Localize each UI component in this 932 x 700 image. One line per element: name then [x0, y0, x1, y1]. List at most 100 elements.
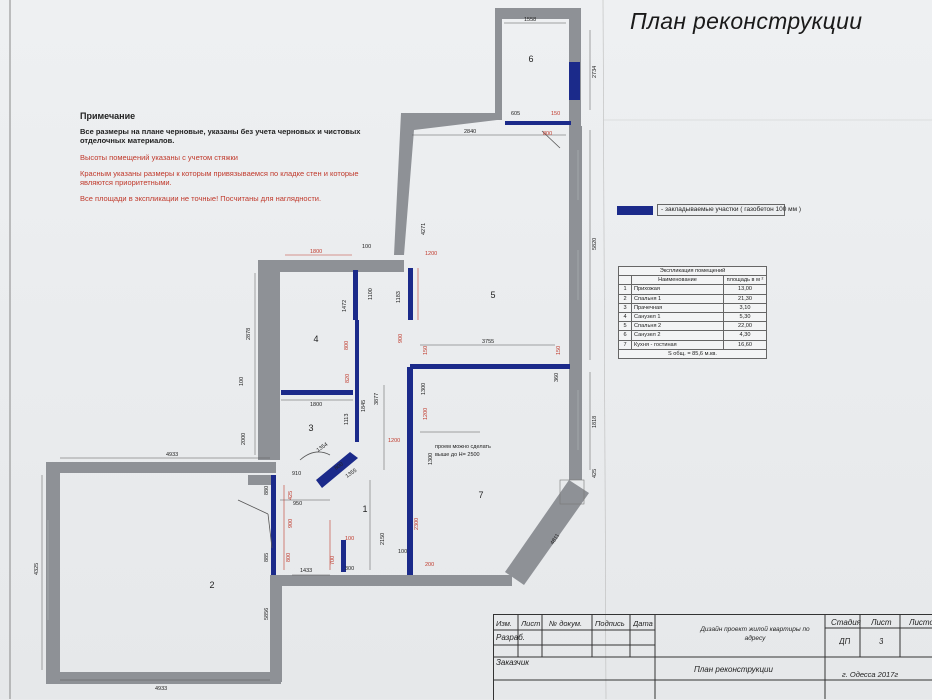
dim-label: 150: [556, 346, 562, 355]
notes-line-3: Красным указаны размеры к которым привяз…: [80, 169, 359, 187]
dim-label: 1845: [361, 400, 367, 412]
stamp-date: Дата: [633, 619, 653, 628]
dimension-labels: 1558 2734 605 2840 4271 5820 100 1100 11…: [34, 17, 598, 692]
stamp-razrab: Разраб.: [496, 633, 525, 642]
col-header-area: площадь в м ²: [723, 275, 767, 286]
dim-label: 3755: [482, 339, 494, 345]
room-label-3: 3: [308, 423, 313, 433]
dim-label: 1800: [310, 402, 322, 408]
dim-label: 2878: [246, 328, 252, 340]
stamp-project: Дизайн проект жилой квартиры по адресу: [700, 626, 810, 642]
explication-cell-name: Санузел 2: [631, 330, 724, 341]
dim-label: 4271: [421, 223, 427, 235]
dim-label: 200: [425, 562, 434, 568]
dim-label: 900: [288, 519, 294, 528]
explication-cell-n: 3: [618, 302, 632, 313]
dim-label: 2734: [592, 66, 598, 78]
explication-cell-n: 5: [618, 321, 632, 332]
explication-cell-n: 4: [618, 311, 632, 323]
room-label-5: 5: [490, 290, 495, 300]
dim-label: 4933: [166, 452, 178, 458]
explication-cell-area: 4,30: [723, 330, 767, 341]
stamp-list: Лист: [521, 619, 541, 628]
dim-label: 4811: [550, 533, 561, 546]
svg-text:выше до H= 2500: выше до H= 2500: [435, 452, 480, 458]
col-header-name: Наименование: [631, 275, 724, 286]
explication-cell-name: Прихожая: [631, 284, 724, 295]
dim-label: 820: [345, 374, 351, 383]
legend-swatch: [617, 206, 653, 215]
dim-label: 1818: [592, 416, 598, 428]
window-mark: [559, 479, 585, 505]
explication-caption: Экспликация помещений: [618, 265, 767, 277]
explication-cell-n: 1: [618, 284, 632, 295]
dim-label: 1800: [310, 249, 322, 255]
stamp-list-number: 3: [879, 637, 884, 646]
room-label-4: 4: [313, 334, 318, 344]
dim-label: 425: [592, 469, 598, 478]
dim-label: 1113: [344, 414, 350, 425]
dim-label: 150: [551, 111, 560, 117]
dim-label: 950: [293, 501, 302, 507]
dim-label: 700: [330, 556, 336, 565]
dim-label: 1200: [423, 408, 429, 420]
dim-label: 1300: [428, 453, 434, 465]
stamp-lists-header: Листов: [909, 618, 932, 627]
explication-cell-name: Санузел 1: [631, 311, 724, 323]
explication-cell-n: 7: [618, 339, 632, 350]
guide-line: [602, 0, 607, 699]
explication-cell-name: Кухня - гостиная: [631, 339, 724, 350]
new-partitions: [271, 62, 580, 575]
dim-label: 4933: [155, 686, 167, 692]
explication-cell-name: Спальня 1: [631, 293, 724, 304]
explication-cell-area: 13,00: [723, 284, 767, 295]
dim-label: 100: [239, 377, 245, 386]
dim-label: 900: [398, 334, 404, 343]
dim-label: 605: [511, 111, 520, 117]
col-header-no: [618, 275, 632, 286]
stamp-list-header: Лист: [871, 618, 892, 627]
red-dimension-labels: 150 800 1800 1200 800 900 150 150 820 12…: [286, 111, 562, 568]
explication-table: Экспликация помещений Наименование площа…: [618, 265, 767, 359]
stamp-city: г. Одесса 2017г: [842, 670, 899, 679]
dim-label: 1200: [388, 438, 400, 444]
dim-label: 2840: [464, 129, 476, 135]
door-swings: [237, 130, 561, 549]
notes-heading: Примечание: [80, 111, 136, 121]
dim-label: 360: [554, 373, 560, 382]
dim-label: 1354: [316, 442, 329, 454]
explication-cell-n: 6: [618, 330, 632, 341]
walls: [46, 8, 589, 684]
dim-label: 100: [398, 549, 407, 555]
notes-line-4: Все площади в экспликации не точные! Пос…: [80, 194, 322, 203]
windows: [47, 150, 579, 620]
notes-block: Примечание Все размеры на плане черновые…: [80, 112, 380, 210]
red-dimension-lines: [283, 254, 419, 570]
explication-cell-name: Прачечная: [631, 302, 724, 313]
dim-label: 3877: [374, 393, 380, 405]
dim-label: 910: [292, 471, 301, 477]
dim-label: 885: [264, 553, 270, 562]
dim-label: 800: [543, 131, 552, 137]
dim-label: 4325: [34, 563, 40, 575]
room-label-2: 2: [209, 580, 214, 590]
dim-label: 300: [345, 566, 354, 572]
stamp-stage: ДП: [839, 637, 851, 646]
explication-cell-n: 2: [618, 293, 632, 304]
stamp-sign: Подпись: [595, 619, 625, 628]
explication-cell-name: Спальня 2: [631, 321, 724, 332]
explication-cell-area: 21,30: [723, 293, 767, 304]
stamp-stage-header: Стадия: [831, 618, 861, 627]
dim-label: 2000: [241, 433, 247, 445]
dim-label: 425: [288, 491, 294, 500]
annotation-note: проем можно сделать выше до H= 2500: [435, 444, 491, 458]
dim-label: 1100: [368, 288, 374, 300]
dim-label: 5820: [592, 238, 598, 250]
dim-label: 150: [423, 346, 429, 355]
